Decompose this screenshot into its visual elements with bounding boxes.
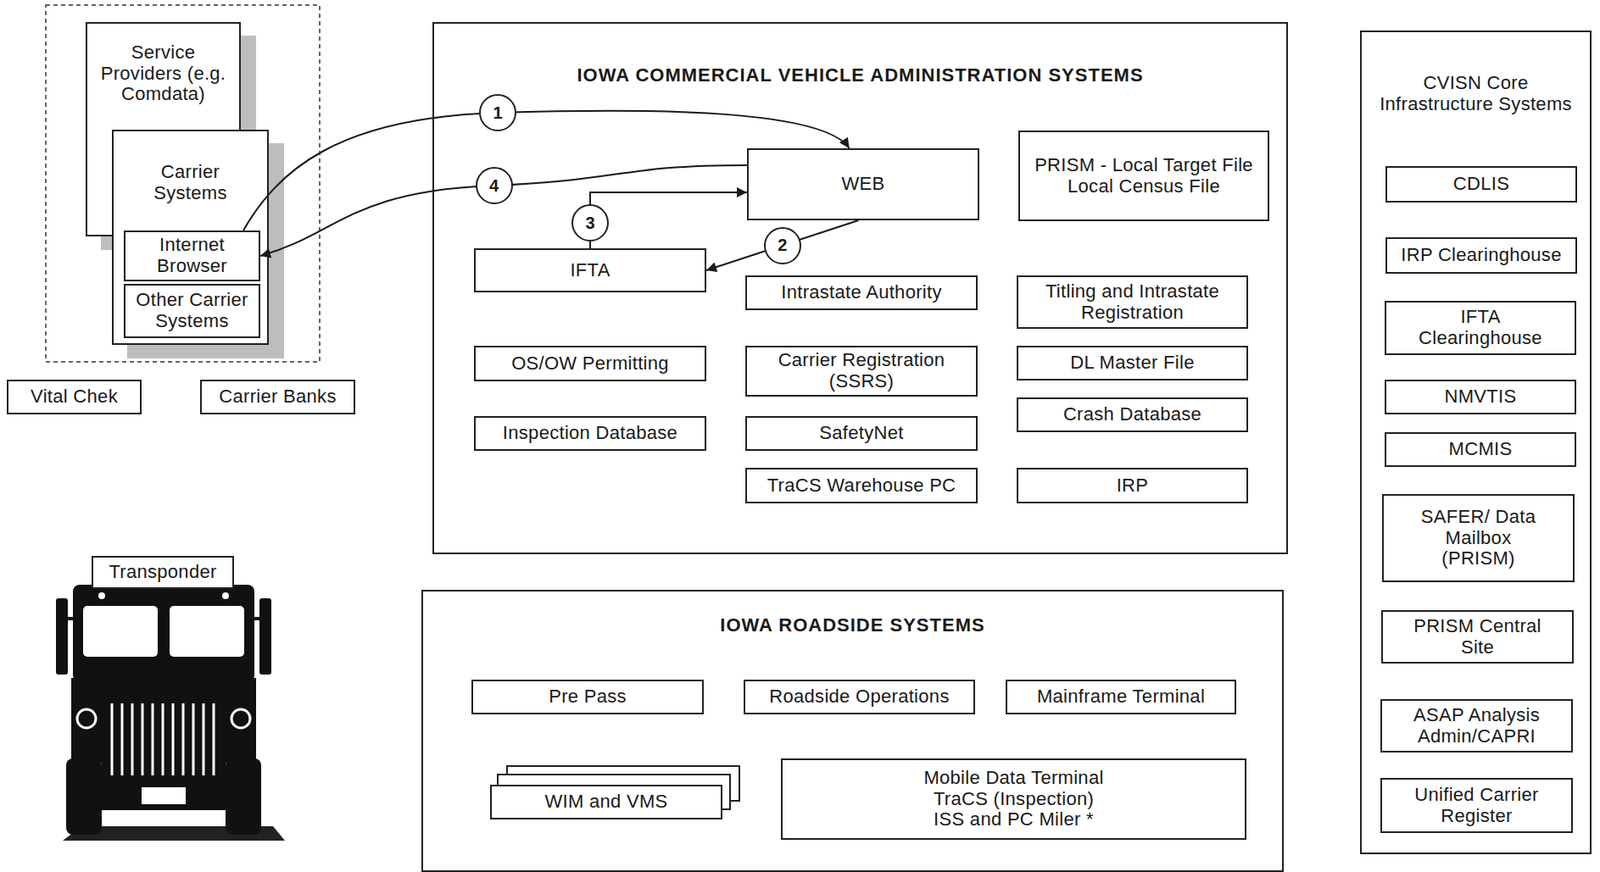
box-label: Crash Database — [1063, 404, 1202, 426]
system-box: Carrier Banks — [200, 379, 356, 415]
system-box: Carrier Registration (SSRS) — [745, 345, 978, 397]
group-title: Carrier Systems — [139, 161, 242, 204]
box-label: Internet Browser — [128, 234, 256, 277]
group-title: CVISN Core Infrastructure Systems — [1366, 72, 1585, 115]
system-box: TraCS Warehouse PC — [745, 468, 978, 504]
box-label: IRP — [1116, 475, 1149, 497]
transponder-box: Transponder — [91, 556, 235, 590]
system-box: MCMIS — [1384, 432, 1577, 468]
system-box: Unified Carrier Register — [1380, 778, 1573, 834]
system-box: Vital Chek — [6, 379, 142, 415]
callout-number: 3 — [571, 204, 609, 242]
system-box: WEB — [747, 148, 980, 221]
callout-number: 4 — [475, 167, 513, 205]
connector — [260, 165, 748, 257]
box-label: PRISM Central Site — [1405, 616, 1550, 658]
connector — [706, 220, 859, 271]
box-label: DL Master File — [1070, 352, 1194, 374]
box-label: WIM and VMS — [544, 791, 668, 814]
system-box: IRP Clearinghouse — [1385, 237, 1578, 274]
connector — [590, 192, 748, 249]
system-box: NMVTIS — [1384, 379, 1577, 415]
box-label: Mobile Data Terminal TraCS (Inspection) … — [918, 768, 1110, 831]
system-box: SAFER/ Data Mailbox (PRISM) — [1382, 494, 1575, 583]
box-label: ASAP Analysis Admin/CAPRI — [1385, 705, 1568, 748]
box-label: Vital Chek — [30, 386, 118, 408]
system-box: SafetyNet — [745, 416, 978, 452]
system-box: Roadside Operations — [743, 680, 976, 715]
box-label: IFTA — [569, 260, 610, 282]
connector — [243, 111, 850, 231]
system-box: ASAP Analysis Admin/CAPRI — [1380, 699, 1573, 753]
system-box: Intrastate Authority — [745, 275, 978, 311]
system-box: Crash Database — [1016, 397, 1249, 433]
truck-illustration — [55, 585, 285, 842]
box-label: NMVTIS — [1444, 386, 1517, 408]
system-box: IRP — [1016, 468, 1249, 504]
box-label: IFTA Clearinghouse — [1404, 306, 1557, 349]
box-label: Carrier Banks — [218, 386, 336, 408]
callout-number: 2 — [763, 227, 802, 265]
box-label: WEB — [841, 173, 885, 196]
box-label: Titling and Intrastate Registration — [1021, 281, 1244, 324]
system-box: Inspection Database — [473, 416, 707, 452]
system-box: CDLIS — [1385, 166, 1578, 203]
box-label: MCMIS — [1449, 439, 1513, 461]
box-label: SAFER/ Data Mailbox (PRISM) — [1415, 507, 1543, 570]
group-title: IOWA ROADSIDE SYSTEMS — [428, 615, 1277, 637]
system-box: IFTA Clearinghouse — [1384, 301, 1577, 356]
system-box: PRISM - Local Target File Local Census F… — [1018, 130, 1270, 222]
box-label: TraCS Warehouse PC — [767, 475, 957, 497]
system-group: Carrier SystemsInternet BrowserOther Car… — [111, 129, 269, 346]
box-label: IRP Clearinghouse — [1400, 245, 1561, 267]
box-label: SafetyNet — [819, 423, 904, 445]
box-label: Unified Carrier Register — [1385, 785, 1568, 827]
system-box: DL Master File — [1016, 345, 1249, 381]
system-group: CVISN Core Infrastructure SystemsCDLIS IR… — [1360, 30, 1592, 855]
box-label: Mainframe Terminal — [1036, 686, 1205, 709]
system-group: IOWA COMMERCIAL VEHICLE ADMINISTRATION S… — [432, 22, 1288, 555]
box-label: Inspection Database — [502, 423, 678, 445]
system-group: IOWA ROADSIDE SYSTEMS Pre Pass Roadside Op… — [421, 590, 1284, 872]
box-label: CDLIS — [1453, 173, 1510, 196]
system-box: Internet Browser — [123, 230, 261, 282]
system-box: Pre Pass — [471, 680, 704, 715]
system-box: Mainframe Terminal — [1005, 680, 1237, 715]
system-box: IFTA — [473, 248, 707, 293]
group-title: Service Providers (e.g. Comdata) — [93, 42, 234, 106]
box-label: OS/OW Permitting — [511, 353, 669, 375]
box-label: PRISM - Local Target File Local Census F… — [1023, 155, 1265, 197]
callout-number: 1 — [479, 94, 517, 132]
system-box: Mobile Data Terminal TraCS (Inspection) … — [780, 758, 1247, 841]
group-title: IOWA COMMERCIAL VEHICLE ADMINISTRATION S… — [439, 65, 1282, 87]
system-box: OS/OW Permitting — [473, 345, 707, 382]
box-label: Carrier Registration (SSRS) — [750, 350, 973, 392]
box-label: Pre Pass — [548, 686, 627, 709]
box-label: Other Carrier Systems — [128, 289, 256, 332]
box-label: Roadside Operations — [769, 686, 949, 709]
system-box: Titling and Intrastate Registration — [1016, 275, 1249, 329]
system-box: WIM and VMS — [490, 785, 723, 820]
system-box: Other Carrier Systems — [123, 284, 261, 339]
system-box: PRISM Central Site — [1381, 610, 1574, 664]
box-label: Intrastate Authority — [780, 282, 942, 304]
box-label: Transponder — [108, 562, 217, 584]
